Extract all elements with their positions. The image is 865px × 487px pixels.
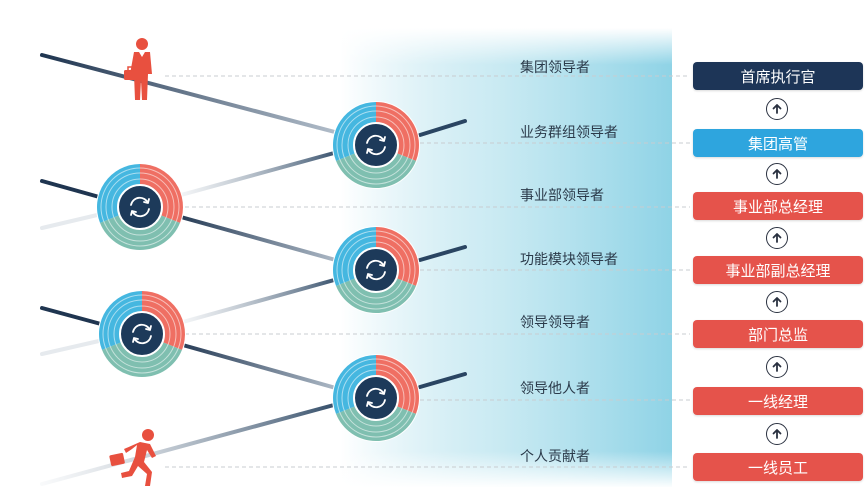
- arrow-up-icon: [766, 98, 788, 120]
- ring-line: [336, 358, 416, 438]
- ring-line: [105, 172, 175, 242]
- level-label-leader-of-leaders: 领导领导者: [520, 315, 590, 331]
- role-box-division-deputy-gm: 事业部副总经理: [693, 256, 863, 284]
- ring-line: [102, 294, 182, 374]
- turn-node: [96, 163, 184, 251]
- ring-segment: [333, 227, 376, 286]
- arrow-up-icon: [766, 356, 788, 378]
- ring-segment: [376, 227, 419, 286]
- pipeline-segment: [168, 212, 352, 266]
- refresh-icon: [132, 323, 152, 345]
- refresh-icon: [366, 259, 386, 281]
- pipeline-segment: [40, 400, 347, 486]
- ring-segment: [336, 278, 416, 313]
- role-box-department-director: 部门总监: [693, 320, 863, 348]
- refresh-icon: [366, 387, 386, 409]
- turn-nodes: [96, 101, 420, 442]
- turn-node: [332, 226, 420, 314]
- ring-segment: [99, 291, 142, 350]
- turn-node: [332, 354, 420, 442]
- pipeline-segment: [168, 148, 347, 200]
- ring-segment: [336, 406, 416, 441]
- arrow-up-icon: [766, 163, 788, 185]
- turn-node: [332, 101, 420, 189]
- ring-line: [347, 369, 405, 427]
- ring-segment: [96, 164, 140, 223]
- pipeline-segment: [418, 245, 467, 262]
- running-man-icon: [109, 429, 156, 486]
- businessman-icon: [124, 38, 152, 100]
- guide-lines: [165, 75, 690, 468]
- ring-line: [111, 178, 169, 236]
- level-label-leader-of-others: 领导他人者: [520, 381, 590, 397]
- refresh-icon: [366, 134, 386, 156]
- level-label-function-leader: 功能模块领导者: [520, 252, 618, 268]
- role-box-ceo: 首席执行官: [693, 62, 863, 90]
- ring-line: [341, 110, 411, 180]
- ring-segment: [333, 355, 376, 414]
- ring-line: [336, 230, 416, 310]
- ring-line: [347, 116, 405, 174]
- arrow-up-icon: [766, 291, 788, 313]
- level-label-group-leader: 集团领导者: [520, 60, 590, 76]
- refresh-icon: [130, 196, 150, 218]
- ring-segment: [102, 342, 182, 377]
- node-hub: [117, 184, 163, 230]
- ring-segment: [376, 355, 419, 414]
- role-box-group-executive: 集团高管: [693, 129, 863, 157]
- ring-segment: [140, 164, 184, 223]
- ring-segment: [142, 291, 185, 350]
- pipeline-segment: [418, 372, 467, 389]
- ring-line: [336, 105, 416, 185]
- arrow-up-icon: [766, 227, 788, 249]
- ring-line: [113, 305, 171, 363]
- ring-line: [341, 363, 411, 433]
- ring-segment: [376, 102, 419, 161]
- pipeline-segment: [418, 119, 467, 137]
- turn-node: [98, 290, 186, 378]
- ring-line: [347, 241, 405, 299]
- ring-line: [100, 167, 180, 247]
- role-box-frontline-employee: 一线员工: [693, 453, 863, 481]
- level-label-individual-contributor: 个人贡献者: [520, 449, 590, 465]
- ring-segment: [336, 153, 416, 188]
- ring-segment: [100, 215, 180, 251]
- node-hub: [353, 122, 399, 168]
- node-hub: [119, 311, 165, 357]
- role-box-frontline-manager: 一线经理: [693, 387, 863, 415]
- level-label-business-group-leader: 业务群组领导者: [520, 125, 618, 141]
- ring-segment: [333, 102, 376, 161]
- node-hub: [353, 247, 399, 293]
- ring-line: [341, 235, 411, 305]
- level-label-division-leader: 事业部领导者: [520, 188, 604, 204]
- node-hub: [353, 375, 399, 421]
- arrow-up-icon: [766, 423, 788, 445]
- pipeline-segment: [40, 53, 352, 138]
- role-box-division-gm: 事业部总经理: [693, 192, 863, 220]
- pipeline-segment: [170, 340, 352, 394]
- ring-line: [107, 299, 177, 369]
- pipeline-segment: [170, 275, 347, 327]
